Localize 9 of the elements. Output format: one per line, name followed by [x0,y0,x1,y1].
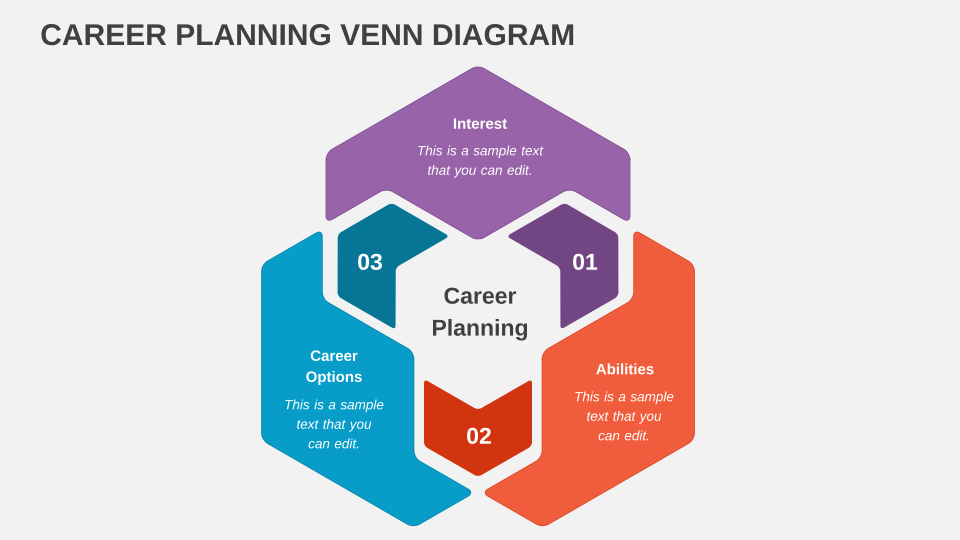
panel-heading: Interest [454,118,507,129]
panel-text: This is a sample text that you can edit. [285,400,384,448]
panel-heading: Career Options [306,350,362,385]
panel-heading: Abilities [596,363,654,374]
panel-text: This is a sample text that you can edit. [575,392,674,440]
chevron-panel [326,66,630,240]
number-tab: 02 [424,380,532,476]
title: CAREER PLANNING VENN DIAGRAM [41,24,574,46]
panel-text: This is a sample text that you can edit. [418,146,544,178]
